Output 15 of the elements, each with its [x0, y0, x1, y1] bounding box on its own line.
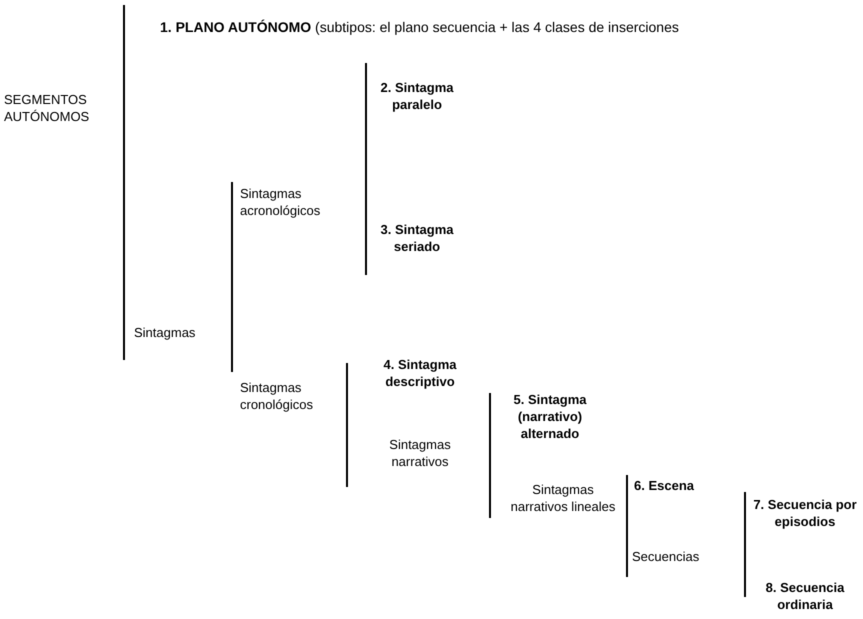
category-label: 2. Sintagma paralelo: [380, 80, 454, 114]
category-label: Sintagmas narrativos lineales: [510, 482, 616, 516]
category-label: Sintagmas narrativos: [388, 437, 452, 471]
category-label: SEGMENTOS AUTÓNOMOS: [4, 92, 90, 126]
category-label: 1. PLANO AUTÓNOMO (subtipos: el plano secuencia + las 4 clases de inserciones: [160, 18, 680, 36]
category-label: 3. Sintagma seriado: [380, 222, 454, 256]
category-label: Sintagmas: [134, 325, 196, 342]
category-label: Secuencias: [632, 549, 700, 566]
category-label: 8. Secuencia ordinaria: [764, 580, 846, 614]
category-label: Sintagmas cronológicos: [240, 380, 314, 414]
category-label: Sintagmas acronológicos: [240, 186, 322, 220]
category-label: 4. Sintagma descriptivo: [382, 357, 458, 391]
category-label: 6. Escena: [634, 478, 695, 495]
category-label: 5. Sintagma (narrativo) alternado: [512, 392, 588, 443]
category-label: 7. Secuencia por episodios: [752, 497, 858, 531]
